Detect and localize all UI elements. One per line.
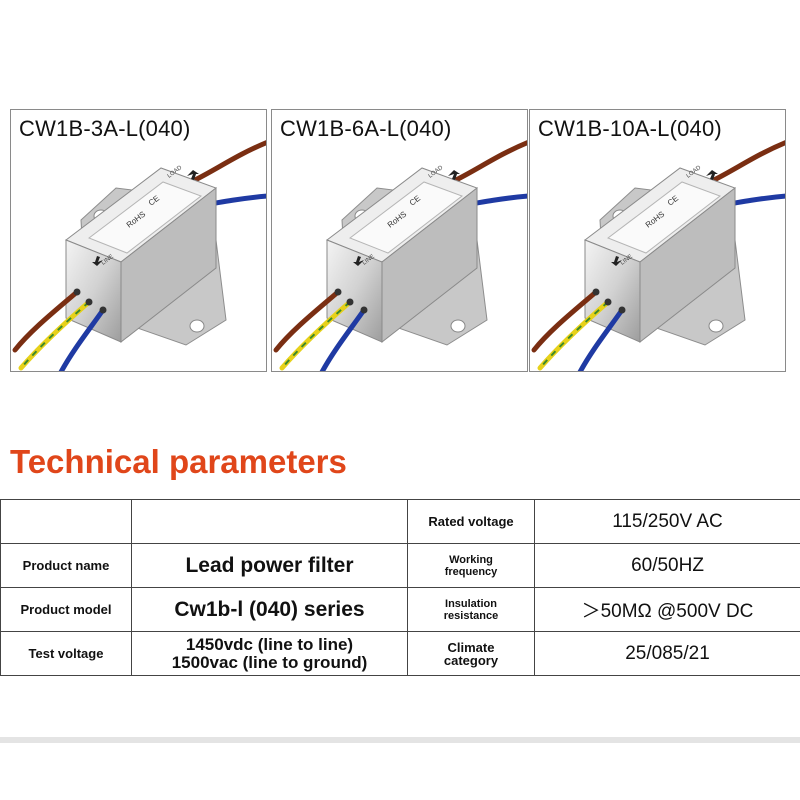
spec-label: Working frequency [407,543,535,588]
param-value: Cw1b-l (040) series [131,587,408,632]
terminal [334,288,342,296]
mounting-hole [450,319,466,333]
case-side [381,186,478,344]
arrow-down-icon [611,256,622,266]
param-label: Product name [0,543,132,588]
terminal [346,298,354,306]
param-label: Test voltage [0,631,132,676]
brown-wire [12,289,80,353]
mounting-hole [708,319,724,333]
case-side [120,186,217,344]
green-stripe [20,301,90,369]
mounting-hole [189,319,205,333]
arrow-up-icon [187,170,199,180]
blue-wire [319,307,367,371]
spec-value: ＞50MΩ @500V DC [534,587,800,632]
param-value [131,499,408,544]
green-stripe [281,301,351,369]
label-sticker [606,181,722,254]
terminal [592,288,600,296]
green-stripe [539,301,609,369]
param-value: Lead power filter [131,543,408,588]
spec-label: Climate category [407,631,535,676]
terminal [360,306,368,314]
panel-label: CW1B-3A-L(040) [19,116,191,141]
brown-wire [273,289,341,353]
spec-label: Rated voltage [407,499,535,544]
brown-wire [531,289,599,353]
spec-value: 60/50HZ [534,543,800,588]
brown-wire [188,140,266,185]
spec-value: 115/250V AC [534,499,800,544]
case-side [639,186,736,344]
spec-label: Insulation resistance [407,587,535,632]
spec-value: 25/085/21 [534,631,800,676]
arrow-down-icon [353,256,364,266]
panel-label: CW1B-6A-L(040) [280,116,452,141]
table-row: Test voltage 1450vdc (line to line) 1500… [0,631,800,676]
brown-wire [707,140,785,185]
table-row: Product name Lead power filter Working f… [0,543,800,588]
terminal [618,306,626,314]
blue-wire [577,307,625,371]
table-row: Product model Cw1b-l (040) series Insula… [0,587,800,632]
section-heading: Technical parameters [10,443,347,480]
param-label: Product model [0,587,132,632]
label-sticker [348,181,464,254]
bottom-divider [0,737,800,743]
param-value: 1450vdc (line to line) 1500vac (line to … [131,631,408,676]
panel-label: CW1B-10A-L(040) [538,116,722,141]
label-sticker [87,181,203,254]
arrow-up-icon [448,170,460,180]
terminal [604,298,612,306]
technical-parameters-table: Rated voltage 115/250V AC Product name L… [0,499,800,676]
param-label [0,499,132,544]
terminal [99,306,107,314]
table-row: Rated voltage 115/250V AC [0,499,800,544]
terminal [73,288,81,296]
arrow-down-icon [92,256,103,266]
blue-wire [58,307,106,371]
brown-wire [449,140,527,185]
terminal [85,298,93,306]
arrow-up-icon [706,170,718,180]
